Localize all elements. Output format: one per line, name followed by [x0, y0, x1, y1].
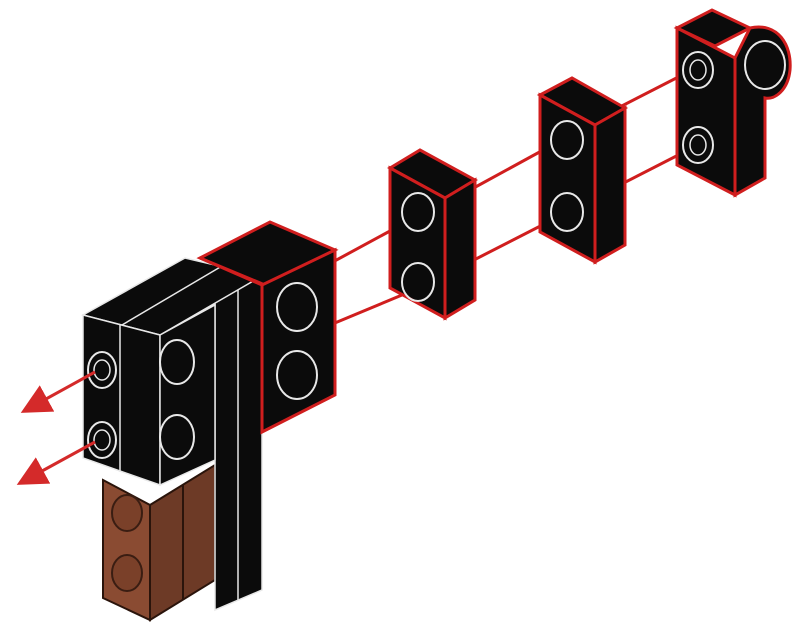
base-side-face: [160, 305, 215, 485]
connector-lines: [318, 70, 692, 330]
plate-1x2-b: [540, 78, 625, 262]
brown-stud: [112, 495, 142, 531]
base-assembly: [83, 222, 335, 620]
plate-side: [595, 108, 625, 262]
plate-front: [677, 28, 735, 195]
arrow-left-bottom: [22, 442, 95, 482]
plate-side: [445, 180, 475, 318]
plate-1x2-rounded-end: [677, 10, 790, 195]
plate-1x2-a: [390, 150, 475, 318]
base-front-face: [83, 315, 160, 485]
brown-stud: [112, 555, 142, 591]
